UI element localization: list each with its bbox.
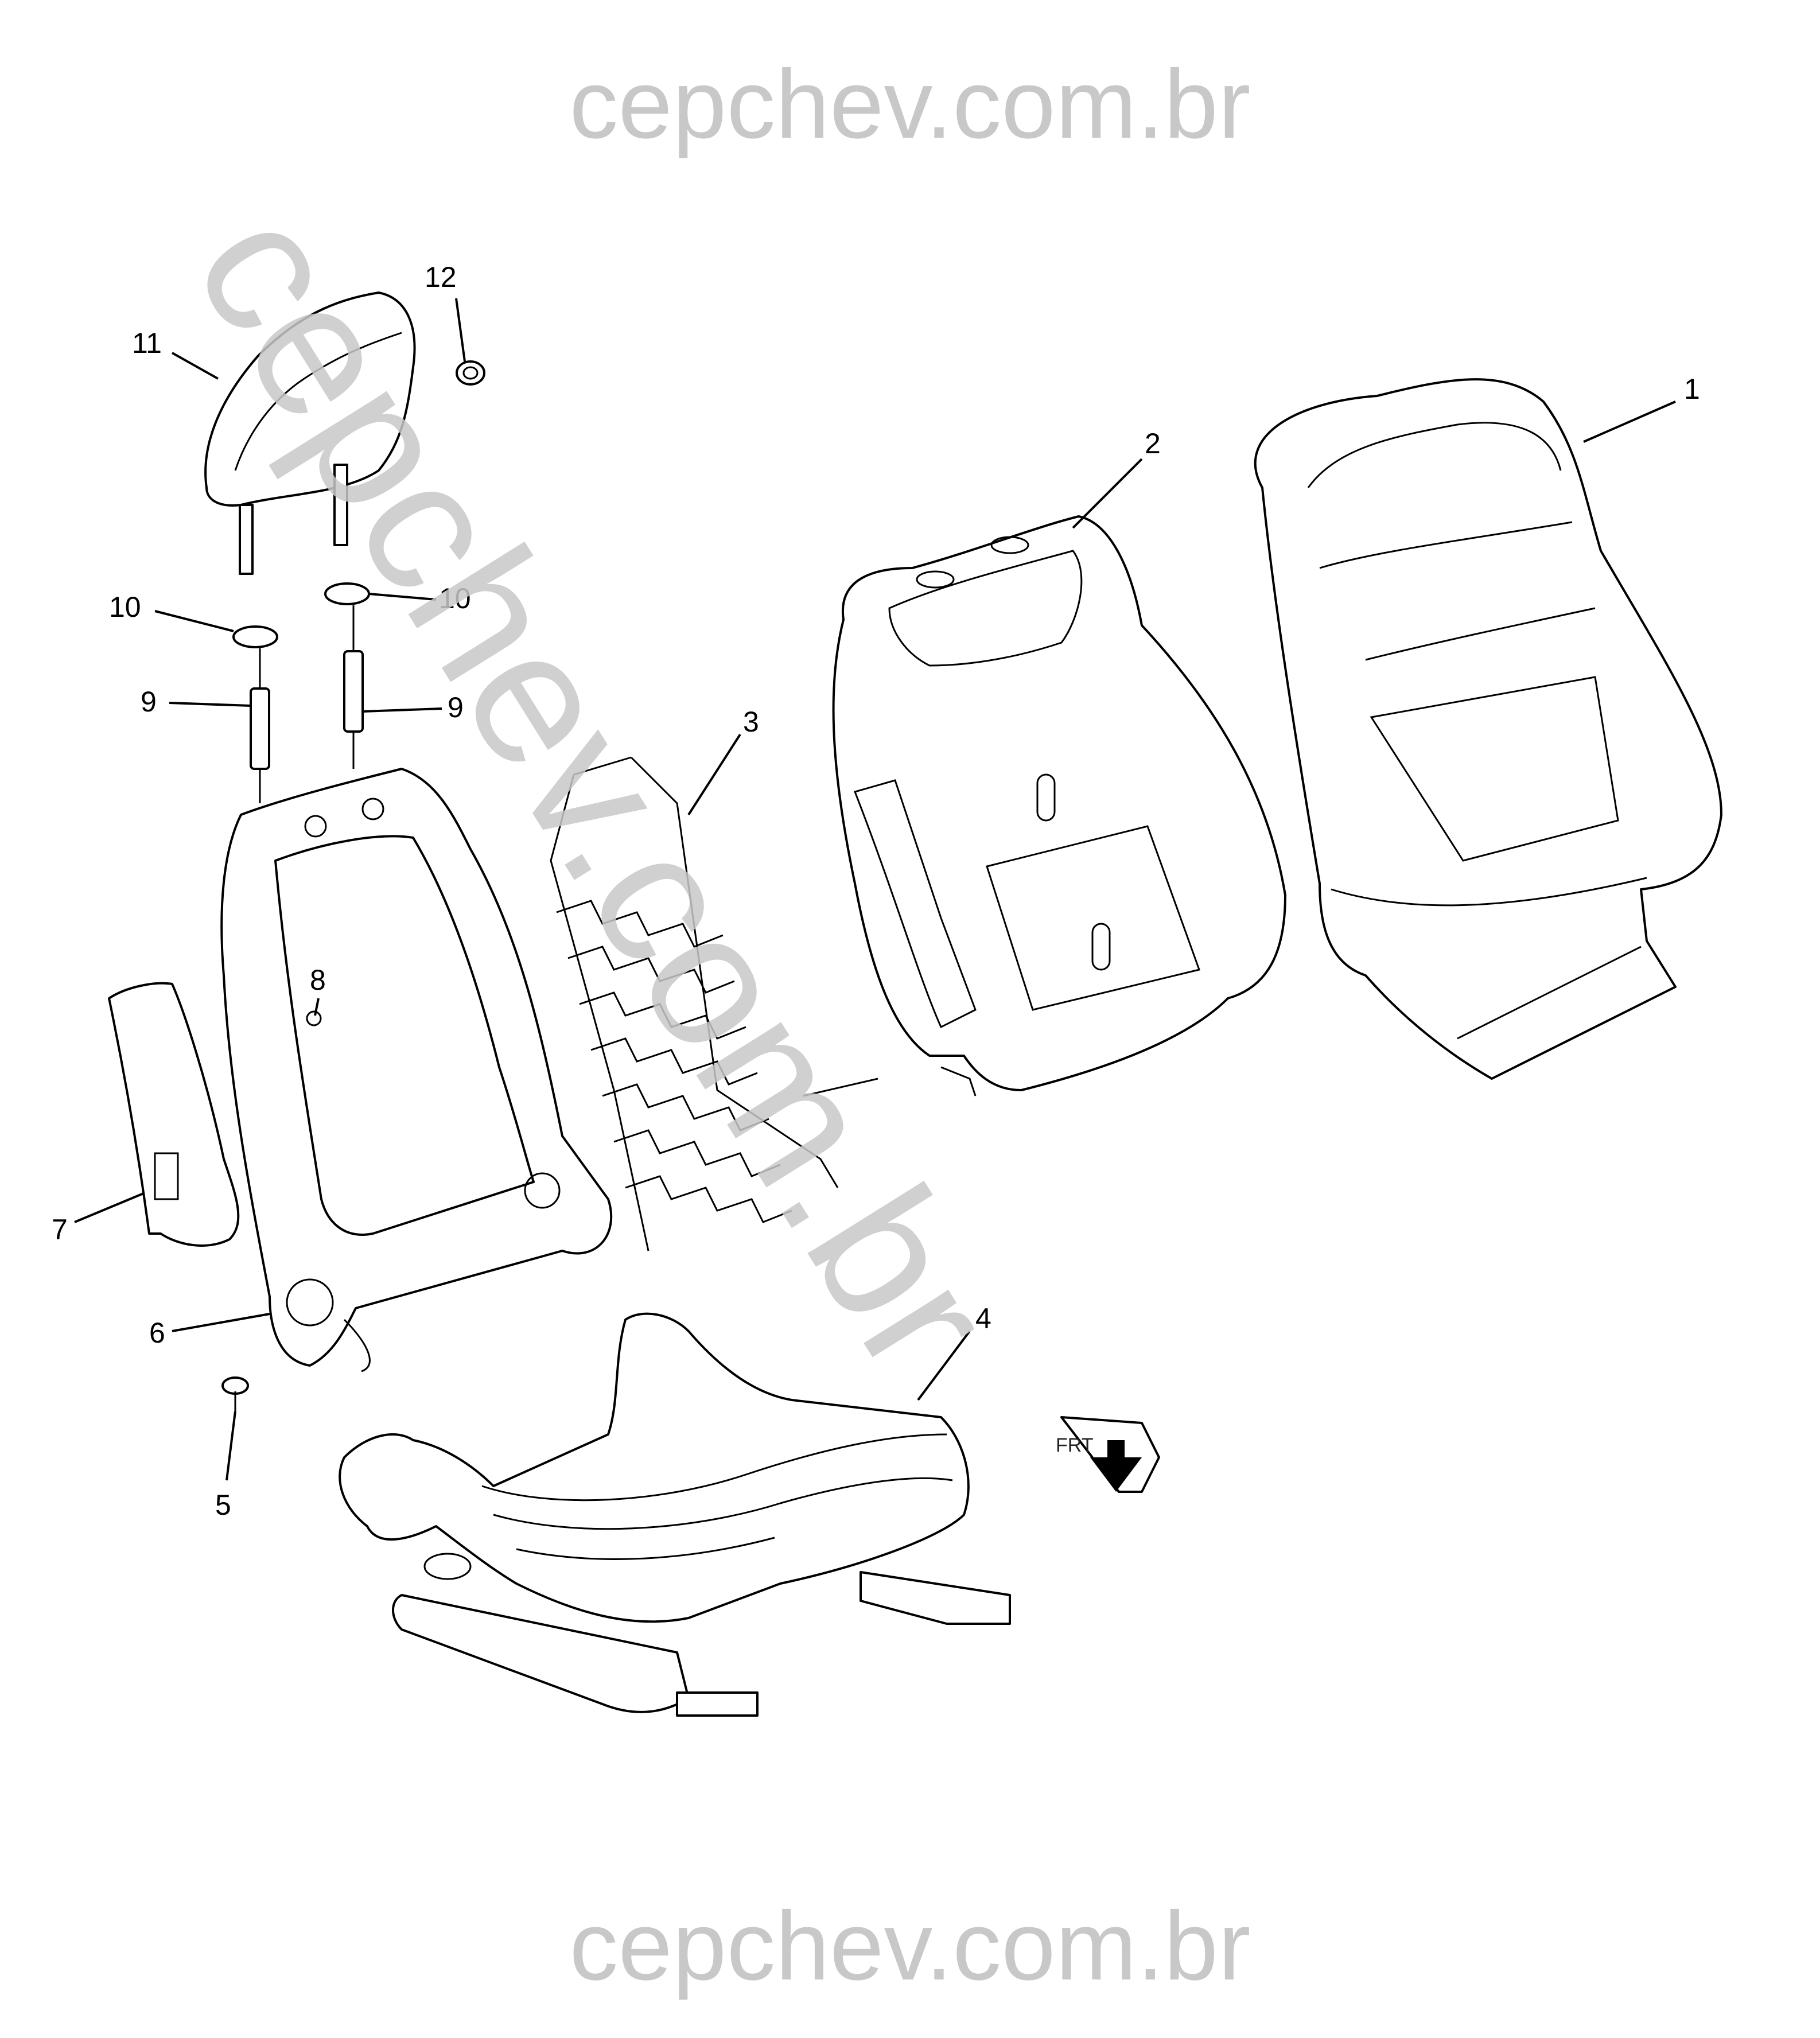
front-orientation-marker: FRT xyxy=(1056,1416,1160,1493)
callout-11: 11 xyxy=(132,327,162,359)
callout-4: 4 xyxy=(975,1302,991,1335)
callout-6: 6 xyxy=(149,1317,165,1349)
callout-8: 8 xyxy=(310,964,326,996)
callout-2: 2 xyxy=(1145,427,1161,460)
frt-label: FRT xyxy=(1056,1434,1093,1456)
recliner-mechanism xyxy=(286,1278,334,1327)
callout-10-right: 10 xyxy=(439,582,471,614)
watermark-bottom: cepchev.com.br xyxy=(569,1892,1250,2001)
part-9-guides xyxy=(250,605,364,803)
callout-10-left: 10 xyxy=(109,591,141,623)
callout-9-left: 9 xyxy=(141,686,157,718)
headrest-post-right xyxy=(333,464,348,546)
part-4-seat-cushion xyxy=(339,1312,1011,1717)
callout-12: 12 xyxy=(425,261,457,293)
guide-right xyxy=(343,650,364,733)
part-12-button xyxy=(456,360,485,386)
guide-left xyxy=(250,687,270,770)
callout-9-right: 9 xyxy=(448,691,464,724)
leader-lines xyxy=(74,298,1676,1481)
part-8-fastener xyxy=(306,1010,322,1026)
seat-back-frame xyxy=(220,768,613,1372)
part-2-seat-back-pad xyxy=(832,515,1286,1096)
part-1-seat-back-cover xyxy=(1254,378,1722,1080)
callout-1: 1 xyxy=(1684,373,1700,405)
part-7-side-panel xyxy=(108,982,240,1247)
callout-5: 5 xyxy=(215,1489,231,1521)
part-11-headrest xyxy=(204,291,416,575)
part-5-bolt xyxy=(221,1376,249,1411)
part-10-bezels xyxy=(232,582,370,648)
callout-7: 7 xyxy=(52,1214,68,1246)
headrest-post-left xyxy=(239,504,254,575)
watermark-top: cepchev.com.br xyxy=(569,50,1250,159)
bezel-left xyxy=(232,625,278,648)
callout-labels: 1 2 3 4 5 6 7 8 9 9 10 10 11 12 xyxy=(52,261,1700,1521)
part-3-wire-suspension xyxy=(550,756,878,1251)
callout-3: 3 xyxy=(743,706,759,738)
